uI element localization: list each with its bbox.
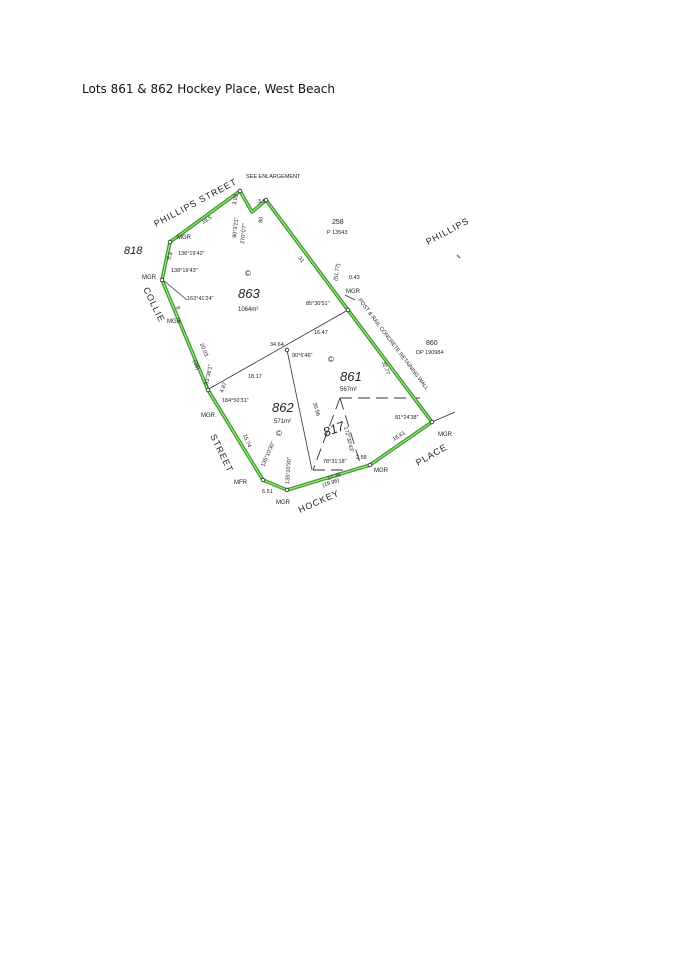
lot-818-label: 818: [124, 245, 143, 257]
distance-label: 3.5: [258, 199, 266, 205]
distance-label: 0.43: [349, 275, 360, 281]
distance-label: 2.58: [356, 455, 367, 461]
mgr-label: MGR: [374, 468, 389, 474]
mgr-label: MGR: [201, 413, 216, 419]
survey-marks: [159, 188, 435, 493]
bearing-label: 90°6'46": [292, 353, 313, 359]
bearing-label: 81°24'38": [395, 415, 419, 421]
bearing-label: 83°36'1": [204, 364, 214, 385]
lot-863-area: 1064m²: [238, 307, 258, 313]
distance-label: 15.74: [241, 434, 252, 449]
distance-label: (19.96): [322, 478, 341, 489]
dashed-right: [339, 397, 361, 464]
retaining-wall-note: POST & RAIL CONCRETE RETAINING WALL: [356, 298, 429, 392]
lot-861-label: 861: [340, 369, 362, 384]
distance-label: 20.03: [198, 343, 209, 358]
bearing-label: 78°31'18": [323, 459, 347, 465]
bearing-label: 270°0'7": [240, 223, 248, 244]
lot-258-ref: P 13543: [327, 230, 347, 236]
adjacent-boundary-right: [431, 411, 456, 423]
survey-point: [367, 462, 373, 468]
wall-offset-line: [344, 294, 356, 301]
bearing-label: 85°30'51": [306, 301, 330, 307]
distance-label: 32.77: [380, 361, 390, 376]
survey-point: [263, 197, 269, 203]
distance-label: 19.5: [201, 215, 213, 226]
lot-863-label: 863: [238, 286, 260, 301]
street-hockey: HOCKEY: [297, 488, 341, 515]
dashed-diagonal: [312, 397, 341, 471]
distance-label: 8.8: [166, 251, 174, 260]
bearing-label: 184°50'31": [222, 398, 249, 404]
lot-862-label: 862: [272, 400, 294, 415]
survey-point: [167, 239, 173, 245]
bearing-label: 90°3'21": [232, 217, 240, 238]
bearing-label: 136°19'42": [178, 251, 205, 257]
distance-label: 17.38: [327, 472, 342, 482]
edge-mark: [456, 254, 461, 259]
distance-label: 30.96: [311, 402, 321, 417]
mgr-label: MGR: [167, 319, 182, 325]
mgr-label: MGR: [142, 275, 157, 281]
lot-boundary-inner: [161, 190, 433, 491]
division-863-861: [206, 309, 349, 391]
lot-division-lines: [162, 279, 456, 471]
survey-point: [429, 419, 435, 425]
distance-label: 18.17: [248, 374, 262, 380]
document-title: Lots 861 & 862 Hockey Place, West Beach: [82, 82, 336, 96]
survey-point: [284, 487, 290, 493]
bearing-label: 138°19'43": [171, 268, 198, 274]
bearing-label: 163°41'24": [187, 296, 214, 302]
street-left: STREET: [208, 432, 235, 474]
mfr-label: MFR: [234, 480, 248, 486]
bearing-leader-1: [162, 279, 188, 301]
mgr-label: MGR: [177, 235, 192, 241]
copyright-863: ©: [245, 269, 251, 278]
survey-point: [205, 387, 211, 393]
mgr-label: MGR: [346, 289, 361, 295]
lot-862-area: 571m²: [274, 419, 291, 425]
distance-label: 80: [258, 216, 265, 223]
mgr-label: MGR: [438, 432, 453, 438]
see-enlargement-note: SEE ENLARGEMENT: [246, 174, 301, 180]
bearing-label: 135°10'30": [260, 441, 276, 468]
survey-point: [159, 277, 165, 283]
distance-label: 34.64: [270, 342, 284, 348]
distance-label: 3.03: [232, 194, 240, 206]
street-place: PLACE: [414, 442, 449, 468]
lot-258-label: 258: [332, 219, 344, 226]
copyright-862: ©: [276, 429, 282, 438]
lot-817-label: 817: [321, 418, 347, 440]
survey-point: [260, 477, 266, 483]
distance-label: 16.47: [314, 330, 328, 336]
mgr-label: MGR: [276, 500, 291, 506]
street-collie: COLLIE: [141, 285, 167, 324]
distance-label: 8: [174, 306, 181, 311]
distance-label: (38): [191, 360, 200, 371]
distance-label: 31: [296, 256, 304, 265]
distance-label: 6.51: [262, 489, 273, 495]
survey-point: [345, 307, 351, 313]
street-phillips-right: PHILLIPS: [424, 216, 471, 247]
division-862-861: [286, 349, 313, 471]
bearing-label: 135°10'30": [285, 457, 293, 484]
survey-point: [284, 347, 290, 353]
copyright-861: ©: [328, 355, 334, 364]
lot-860-ref: DP 190984: [416, 350, 443, 356]
lot-860-label: 860: [426, 340, 438, 347]
distance-label: (51.77): [333, 263, 342, 281]
survey-point: [237, 188, 243, 194]
distance-label: 4.87: [219, 382, 228, 394]
lot-861-area: 567m²: [340, 387, 357, 393]
